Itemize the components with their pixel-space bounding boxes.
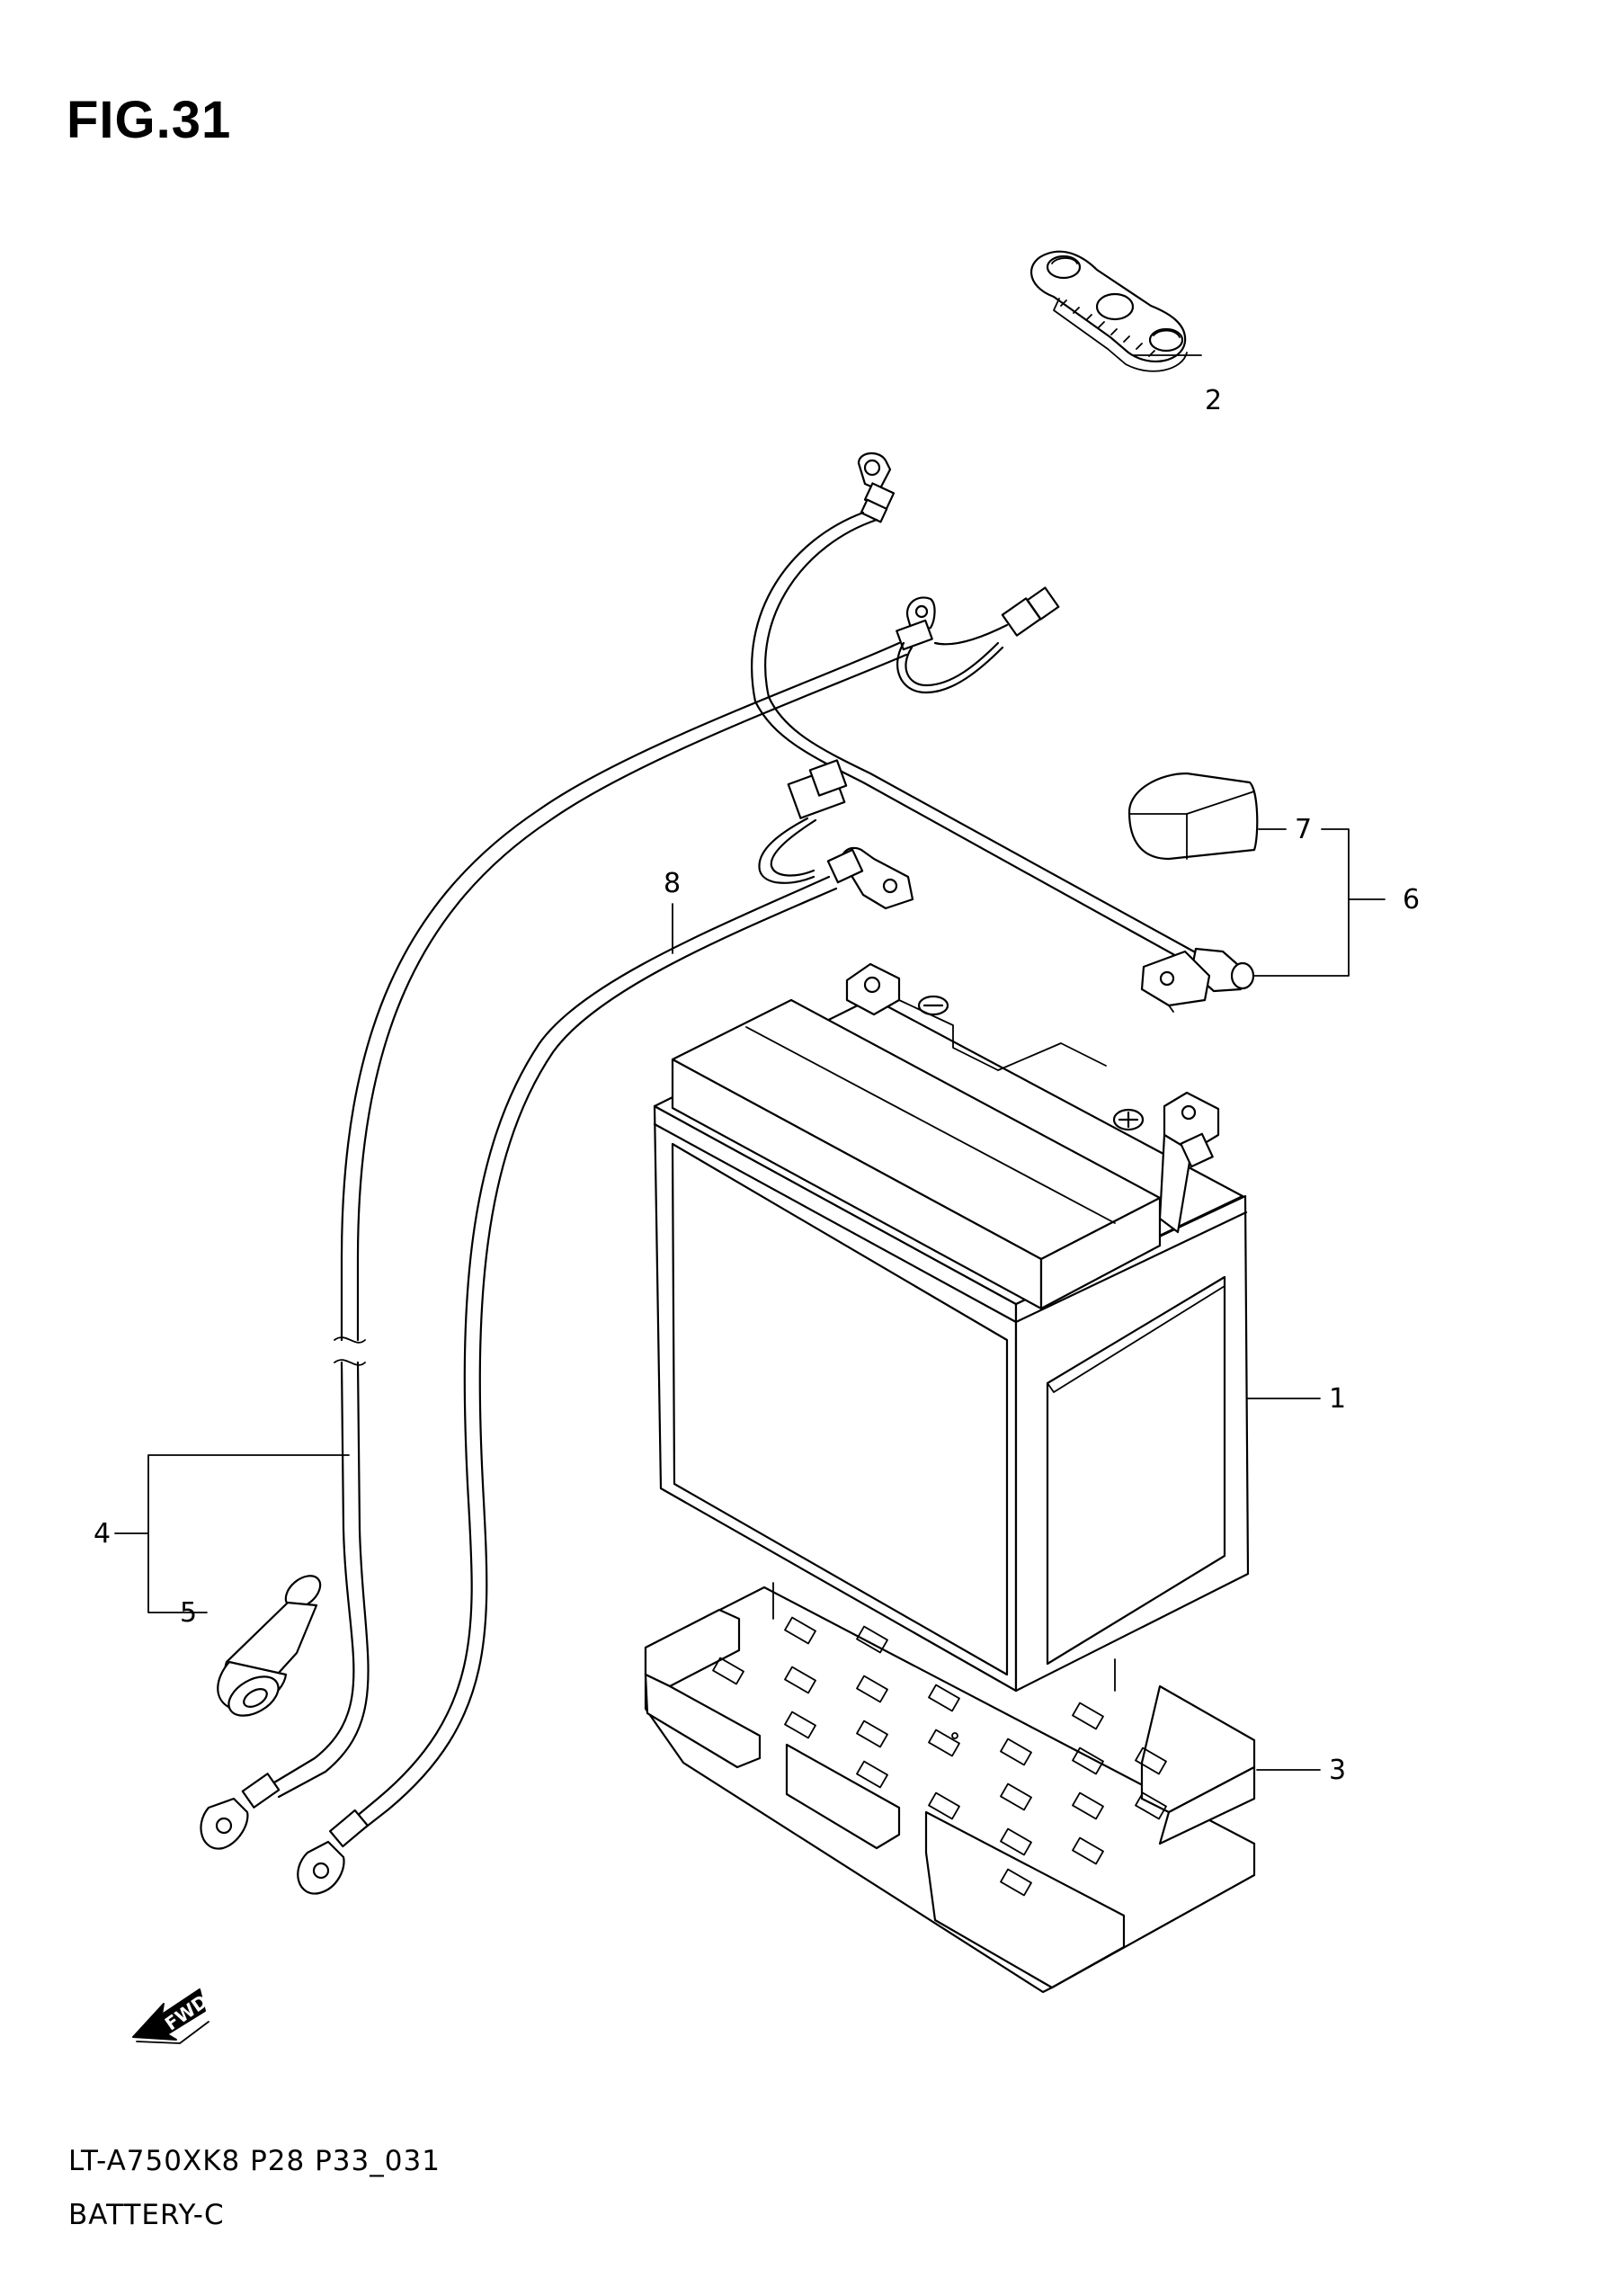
model-code: LT-A750XK8 P28 P33_031 [68,2145,441,2177]
callout-2: 2 [1205,385,1222,416]
battery-cover-strap [1030,250,1188,372]
callout-8: 8 [664,868,681,899]
callout-6-7-leaders [1253,828,1386,977]
fwd-label: FWD [161,1990,212,2035]
tray-slots [712,1616,1167,1897]
callout-1: 1 [1329,1383,1346,1415]
negative-cable-assembly [200,586,1060,1850]
callout-6: 6 [1403,884,1420,916]
battery [653,962,1250,1693]
callout-4-5-leaders [114,1454,350,1613]
section-name: BATTERY-C [68,2199,225,2231]
positive-terminal-cap [1127,772,1259,861]
fwd-arrow-icon: FWD [132,1988,212,2044]
callout-4: 4 [94,1518,111,1550]
callout-7: 7 [1295,814,1312,845]
terminal-boot [217,1575,322,1717]
starter-lead-cable [297,759,914,1895]
callout-3: 3 [1329,1755,1346,1786]
figure-title: FIG.31 [67,91,232,149]
positive-cable-assembly [751,452,1255,1013]
battery-tray [644,1582,1256,1994]
callout-5: 5 [180,1597,197,1629]
